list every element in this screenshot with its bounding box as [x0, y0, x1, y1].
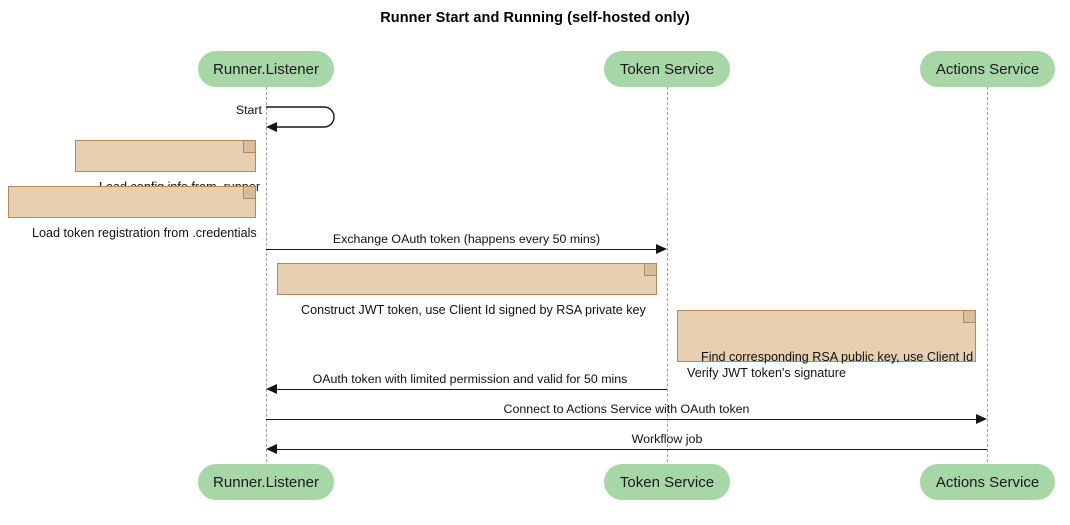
- note-construct-jwt: Construct JWT token, use Client Id signe…: [277, 263, 657, 317]
- message-line-exchange-oauth-token: [266, 249, 659, 250]
- participant-token-service-top[interactable]: Token Service: [604, 51, 730, 87]
- lifeline-token: [667, 87, 668, 462]
- arrowhead-connect-actions-service: [976, 414, 987, 424]
- participant-runner-listener-bottom[interactable]: Runner.Listener: [198, 464, 334, 500]
- message-label-connect-actions-service: Connect to Actions Service with OAuth to…: [503, 402, 750, 416]
- message-label-workflow-job: Workflow job: [631, 432, 703, 446]
- message-line-oauth-token-reply: [274, 389, 667, 390]
- message-line-workflow-job: [274, 449, 987, 450]
- participant-label: Actions Service: [935, 473, 1040, 491]
- message-label-exchange-oauth-token: Exchange OAuth token (happens every 50 m…: [332, 232, 601, 246]
- message-label-oauth-token-reply: OAuth token with limited permission and …: [312, 372, 628, 386]
- note-fold-corner-icon: [644, 264, 656, 276]
- participant-token-service-bottom[interactable]: Token Service: [604, 464, 730, 500]
- message-self-start: [266, 102, 346, 132]
- lifeline-actions: [987, 87, 988, 462]
- note-text: Load token registration from .credential…: [32, 226, 257, 240]
- note-text: Find corresponding RSA public key, use C…: [687, 350, 974, 380]
- note-fold-corner-icon: [243, 141, 255, 153]
- arrowhead-oauth-token-reply: [266, 384, 277, 394]
- message-label-start: Start: [235, 103, 262, 117]
- participant-label: Runner.Listener: [213, 60, 319, 78]
- note-fold-corner-icon: [243, 187, 255, 199]
- diagram-title: Runner Start and Running (self-hosted on…: [380, 10, 690, 26]
- message-line-connect-actions-service: [266, 419, 979, 420]
- note-load-token-registration: Load token registration from .credential…: [8, 186, 257, 240]
- lifeline-runner: [266, 87, 267, 462]
- participant-actions-service-bottom[interactable]: Actions Service: [920, 464, 1055, 500]
- arrowhead-start: [266, 121, 277, 132]
- participant-actions-service-top[interactable]: Actions Service: [920, 51, 1055, 87]
- note-verify-jwt: Find corresponding RSA public key, use C…: [677, 310, 976, 380]
- note-text: Construct JWT token, use Client Id signe…: [301, 303, 646, 317]
- arrowhead-exchange-oauth-token: [656, 244, 667, 254]
- note-load-config: Load config info from .runner: [75, 140, 260, 194]
- participant-label: Runner.Listener: [213, 473, 319, 491]
- participant-runner-listener-top[interactable]: Runner.Listener: [198, 51, 334, 87]
- participant-label: Actions Service: [935, 60, 1040, 78]
- participant-label: Token Service: [619, 473, 715, 491]
- note-fold-corner-icon: [963, 311, 975, 323]
- arrowhead-workflow-job: [266, 444, 277, 454]
- participant-label: Token Service: [619, 60, 715, 78]
